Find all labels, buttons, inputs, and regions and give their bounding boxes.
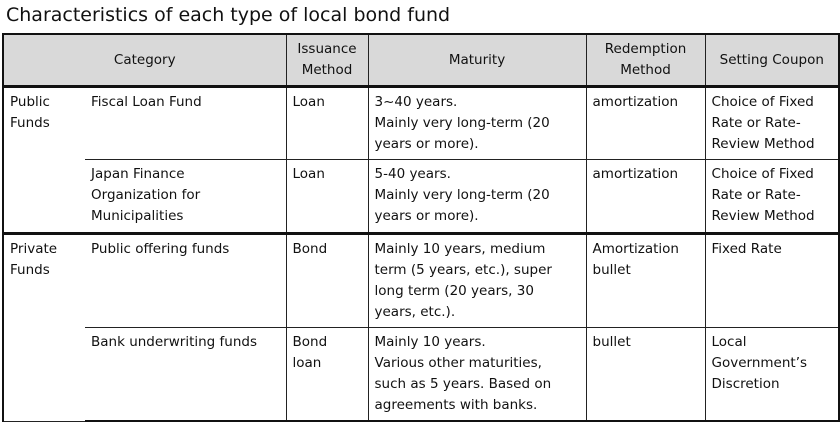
cell-maturity: 3~40 years. Mainly very long-term (20 ye… <box>367 86 587 160</box>
table-row: Public Funds Fiscal Loan Fund Loan 3~40 … <box>2 86 840 234</box>
cell-redemption: bullet <box>585 327 706 422</box>
cell-category: Fiscal Loan Fund <box>85 86 287 160</box>
cell-redemption: amortization <box>585 86 706 160</box>
header-category: Category <box>1 33 287 88</box>
cell-redemption: amortization <box>585 159 706 234</box>
cell-coupon: Local Government’s Discretion <box>704 327 840 422</box>
cell-maturity: 5-40 years. Mainly very long-term (20 ye… <box>367 159 587 234</box>
cell-coupon: Choice of Fixed Rate or Rate- Review Met… <box>704 159 840 234</box>
table-row: Private Funds Public offering funds Bond… <box>2 232 840 422</box>
header-row: Category Issuance Method Maturity Redemp… <box>1 33 840 88</box>
cell-maturity: Mainly 10 years, medium term (5 years, e… <box>367 232 587 328</box>
cell-category: Bank underwriting funds <box>85 327 287 422</box>
cell-category: Public offering funds <box>85 232 287 328</box>
page-title: Characteristics of each type of local bo… <box>6 4 451 26</box>
header-setting-coupon: Setting Coupon <box>704 33 840 88</box>
cell-redemption: Amortization bullet <box>585 232 706 328</box>
header-maturity: Maturity <box>367 33 587 88</box>
cell-issuance: Bond <box>285 232 369 328</box>
table-row: Bank underwriting funds Bond loan Mainly… <box>3 327 840 422</box>
bond-fund-table: Category Issuance Method Maturity Redemp… <box>1 33 840 422</box>
header-redemption-method: Redemption Method <box>585 33 706 88</box>
group-public-funds: Public Funds <box>2 86 85 234</box>
cell-category: Japan Finance Organization for Municipal… <box>85 159 287 234</box>
cell-issuance: Loan <box>285 86 369 160</box>
cell-issuance: Loan <box>285 159 369 234</box>
cell-maturity: Mainly 10 years. Various other maturitie… <box>367 327 587 422</box>
table-row: Japan Finance Organization for Municipal… <box>3 159 840 234</box>
cell-issuance: Bond loan <box>285 327 369 422</box>
cell-coupon: Choice of Fixed Rate or Rate- Review Met… <box>704 86 840 160</box>
cell-coupon: Fixed Rate <box>704 232 840 328</box>
group-private-funds: Private Funds <box>2 232 85 422</box>
header-issuance-method: Issuance Method <box>285 33 369 88</box>
